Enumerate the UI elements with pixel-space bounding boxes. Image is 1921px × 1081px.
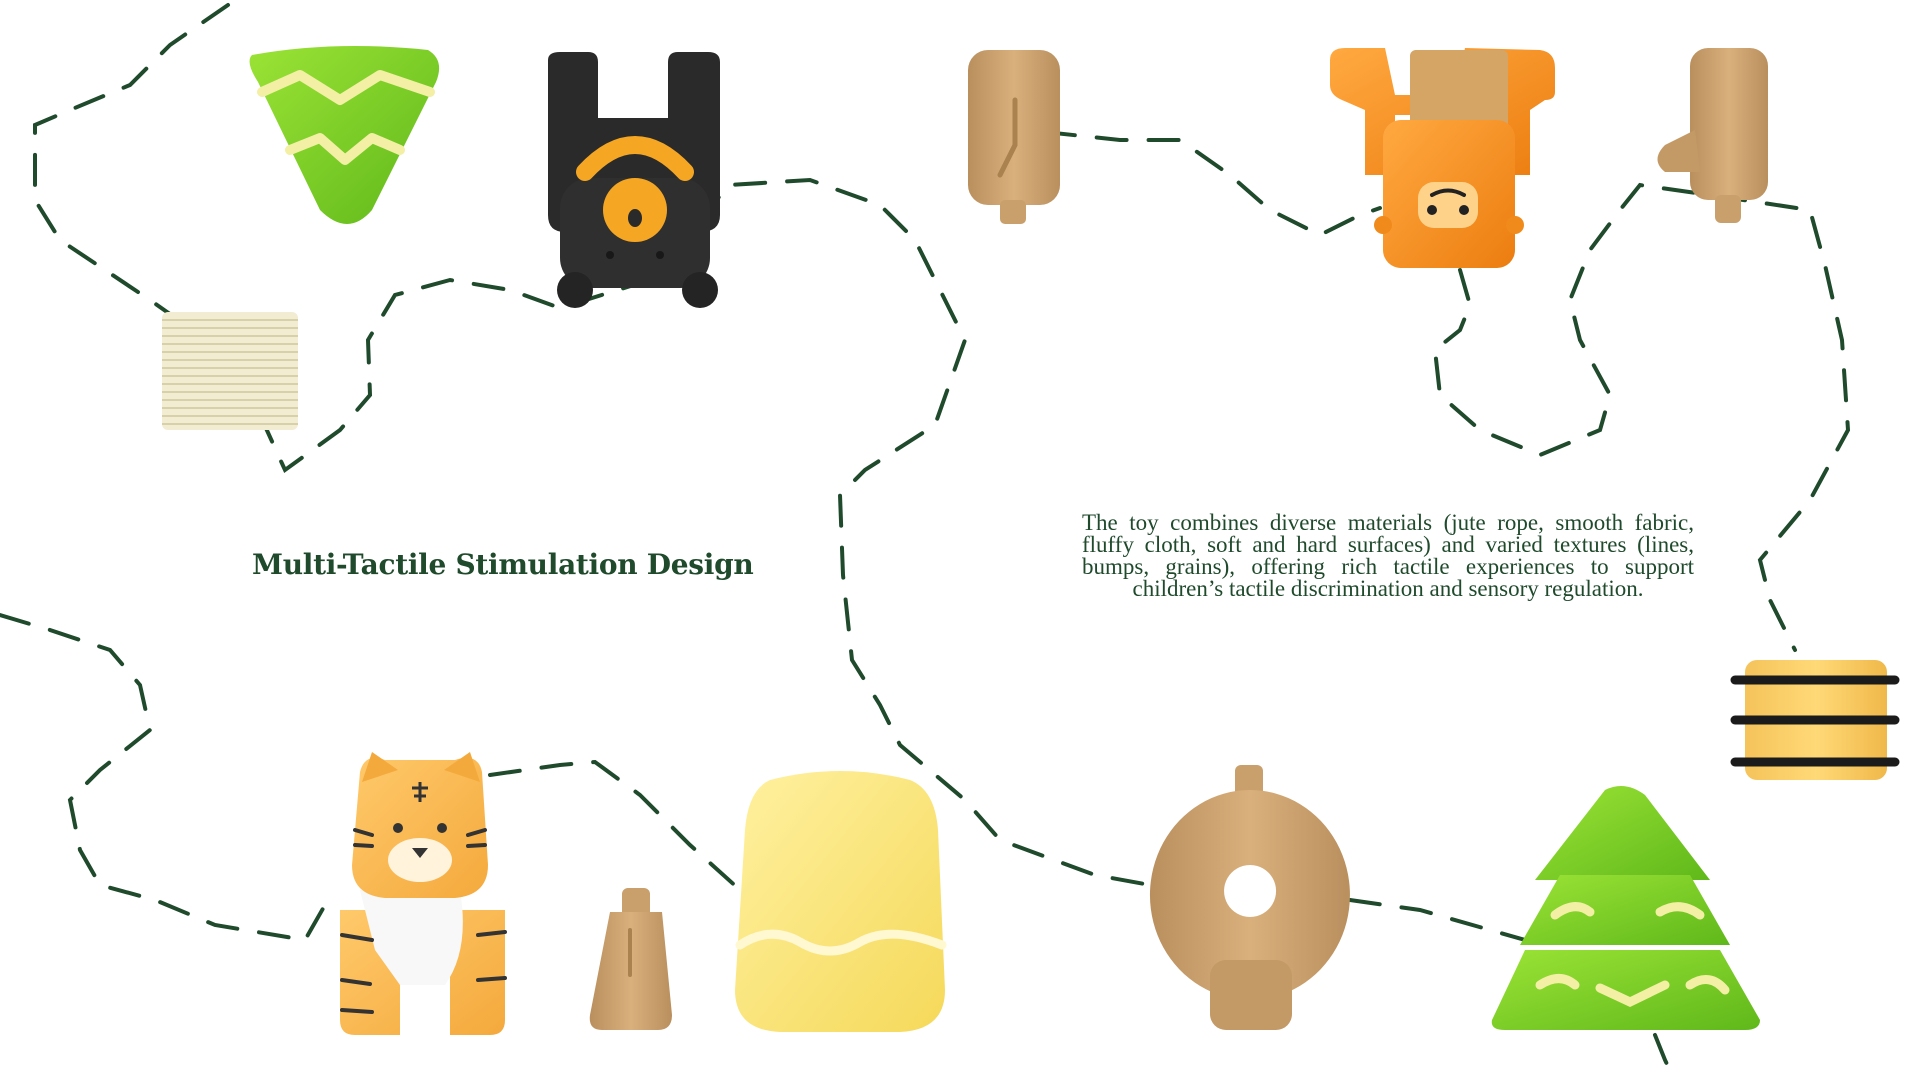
small-tan-bottle: bottle-icon [589, 888, 672, 1030]
yellow-soft-block: block-icon [735, 771, 947, 1032]
tan-branch-piece: branch-icon [1657, 48, 1768, 223]
green-tree-piece: tree-icon [1491, 786, 1760, 1030]
section-heading: Multi-Tactile Stimulation Design [252, 548, 754, 581]
tan-peg-piece: peg-icon [968, 50, 1060, 224]
cream-ribbed-disc: disc-icon [162, 312, 298, 430]
tan-donut-piece: donut-icon [1149, 765, 1350, 1030]
green-cone-piece: cone-icon [249, 46, 440, 224]
black-bear-piece: bear-icon [548, 52, 720, 308]
striped-yellow-drum: drum-icon [1730, 660, 1900, 780]
dashed-path [0, 3, 1851, 1081]
orange-monkey-piece: monkey-icon [1330, 48, 1555, 268]
tiger-piece: tiger-icon [340, 752, 507, 1035]
description-text: The toy combines diverse materials (jute… [1082, 510, 1694, 601]
